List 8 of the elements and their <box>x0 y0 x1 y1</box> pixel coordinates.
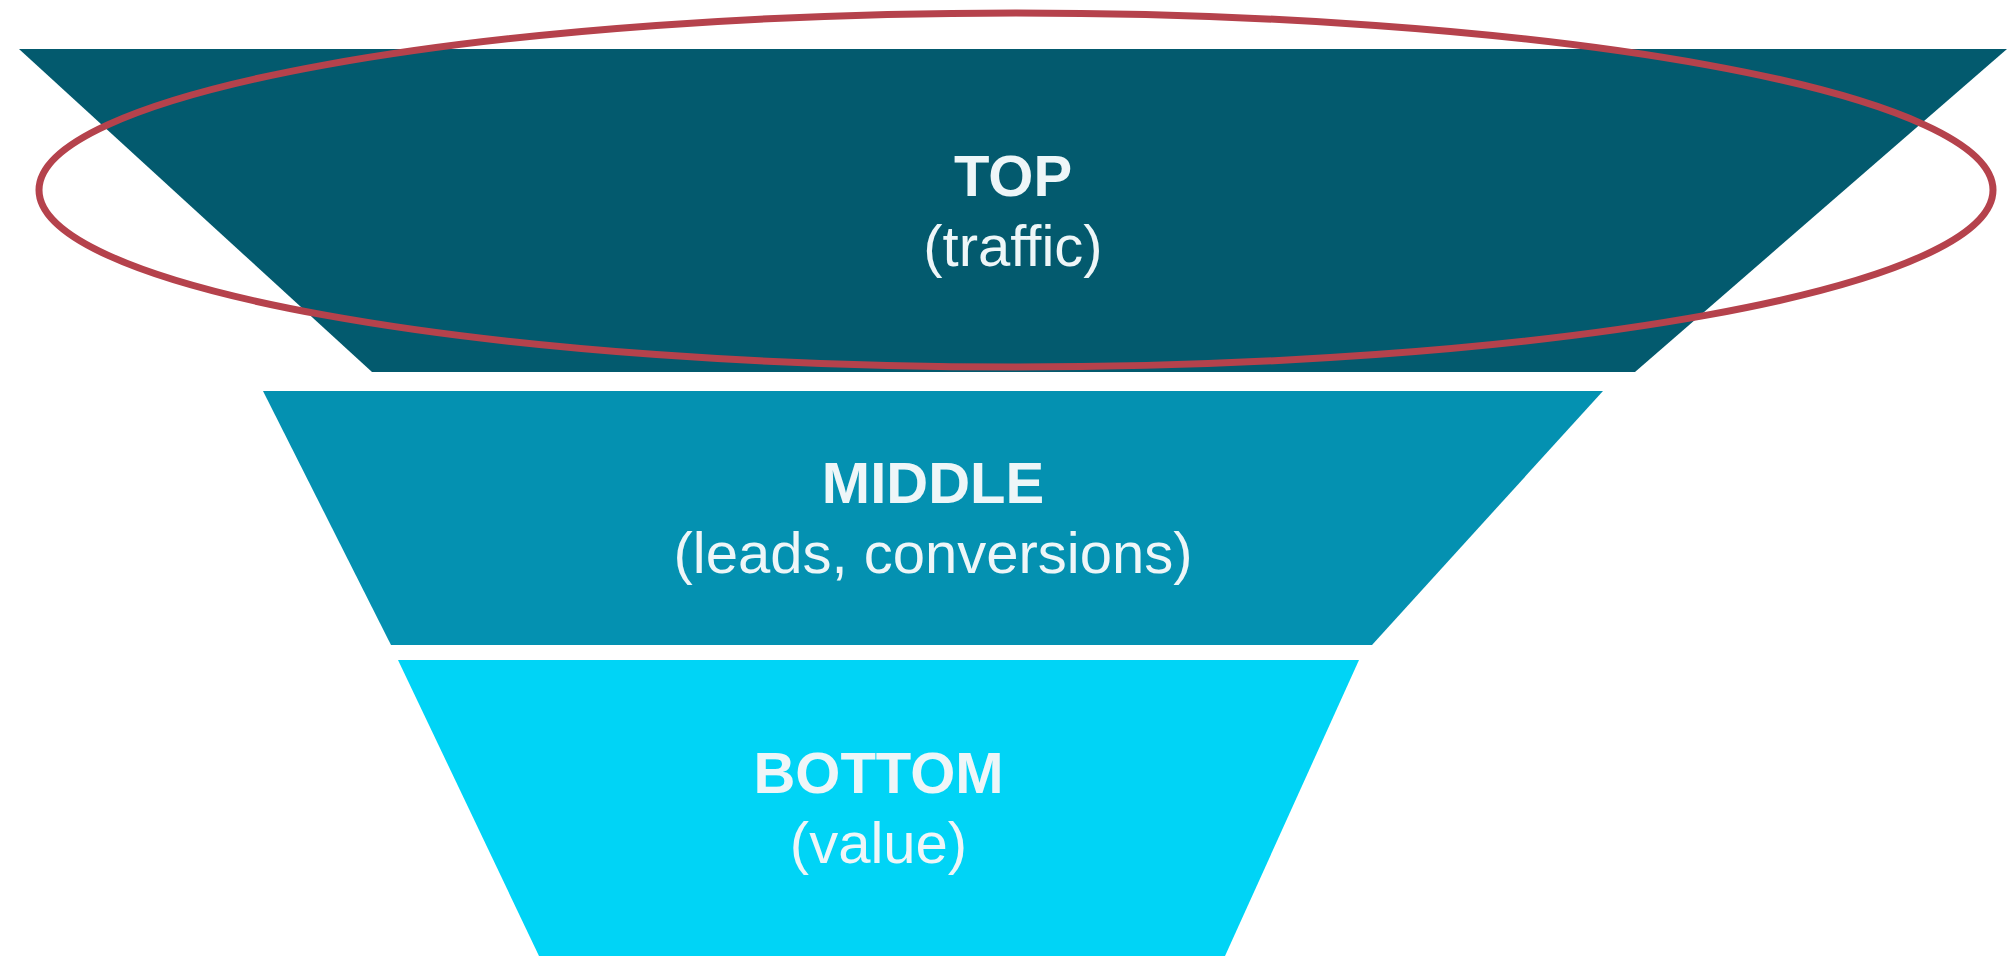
funnel-stage <box>398 660 1359 956</box>
stage-title: MIDDLE <box>821 449 1045 517</box>
stage-description: (value) <box>789 809 968 877</box>
funnel-stage <box>263 391 1603 645</box>
stage-description: (leads, conversions) <box>673 519 1193 587</box>
stage-title: TOP <box>953 141 1073 210</box>
stage-title: BOTTOM <box>753 739 1004 807</box>
stage-description: (traffic) <box>923 211 1103 280</box>
